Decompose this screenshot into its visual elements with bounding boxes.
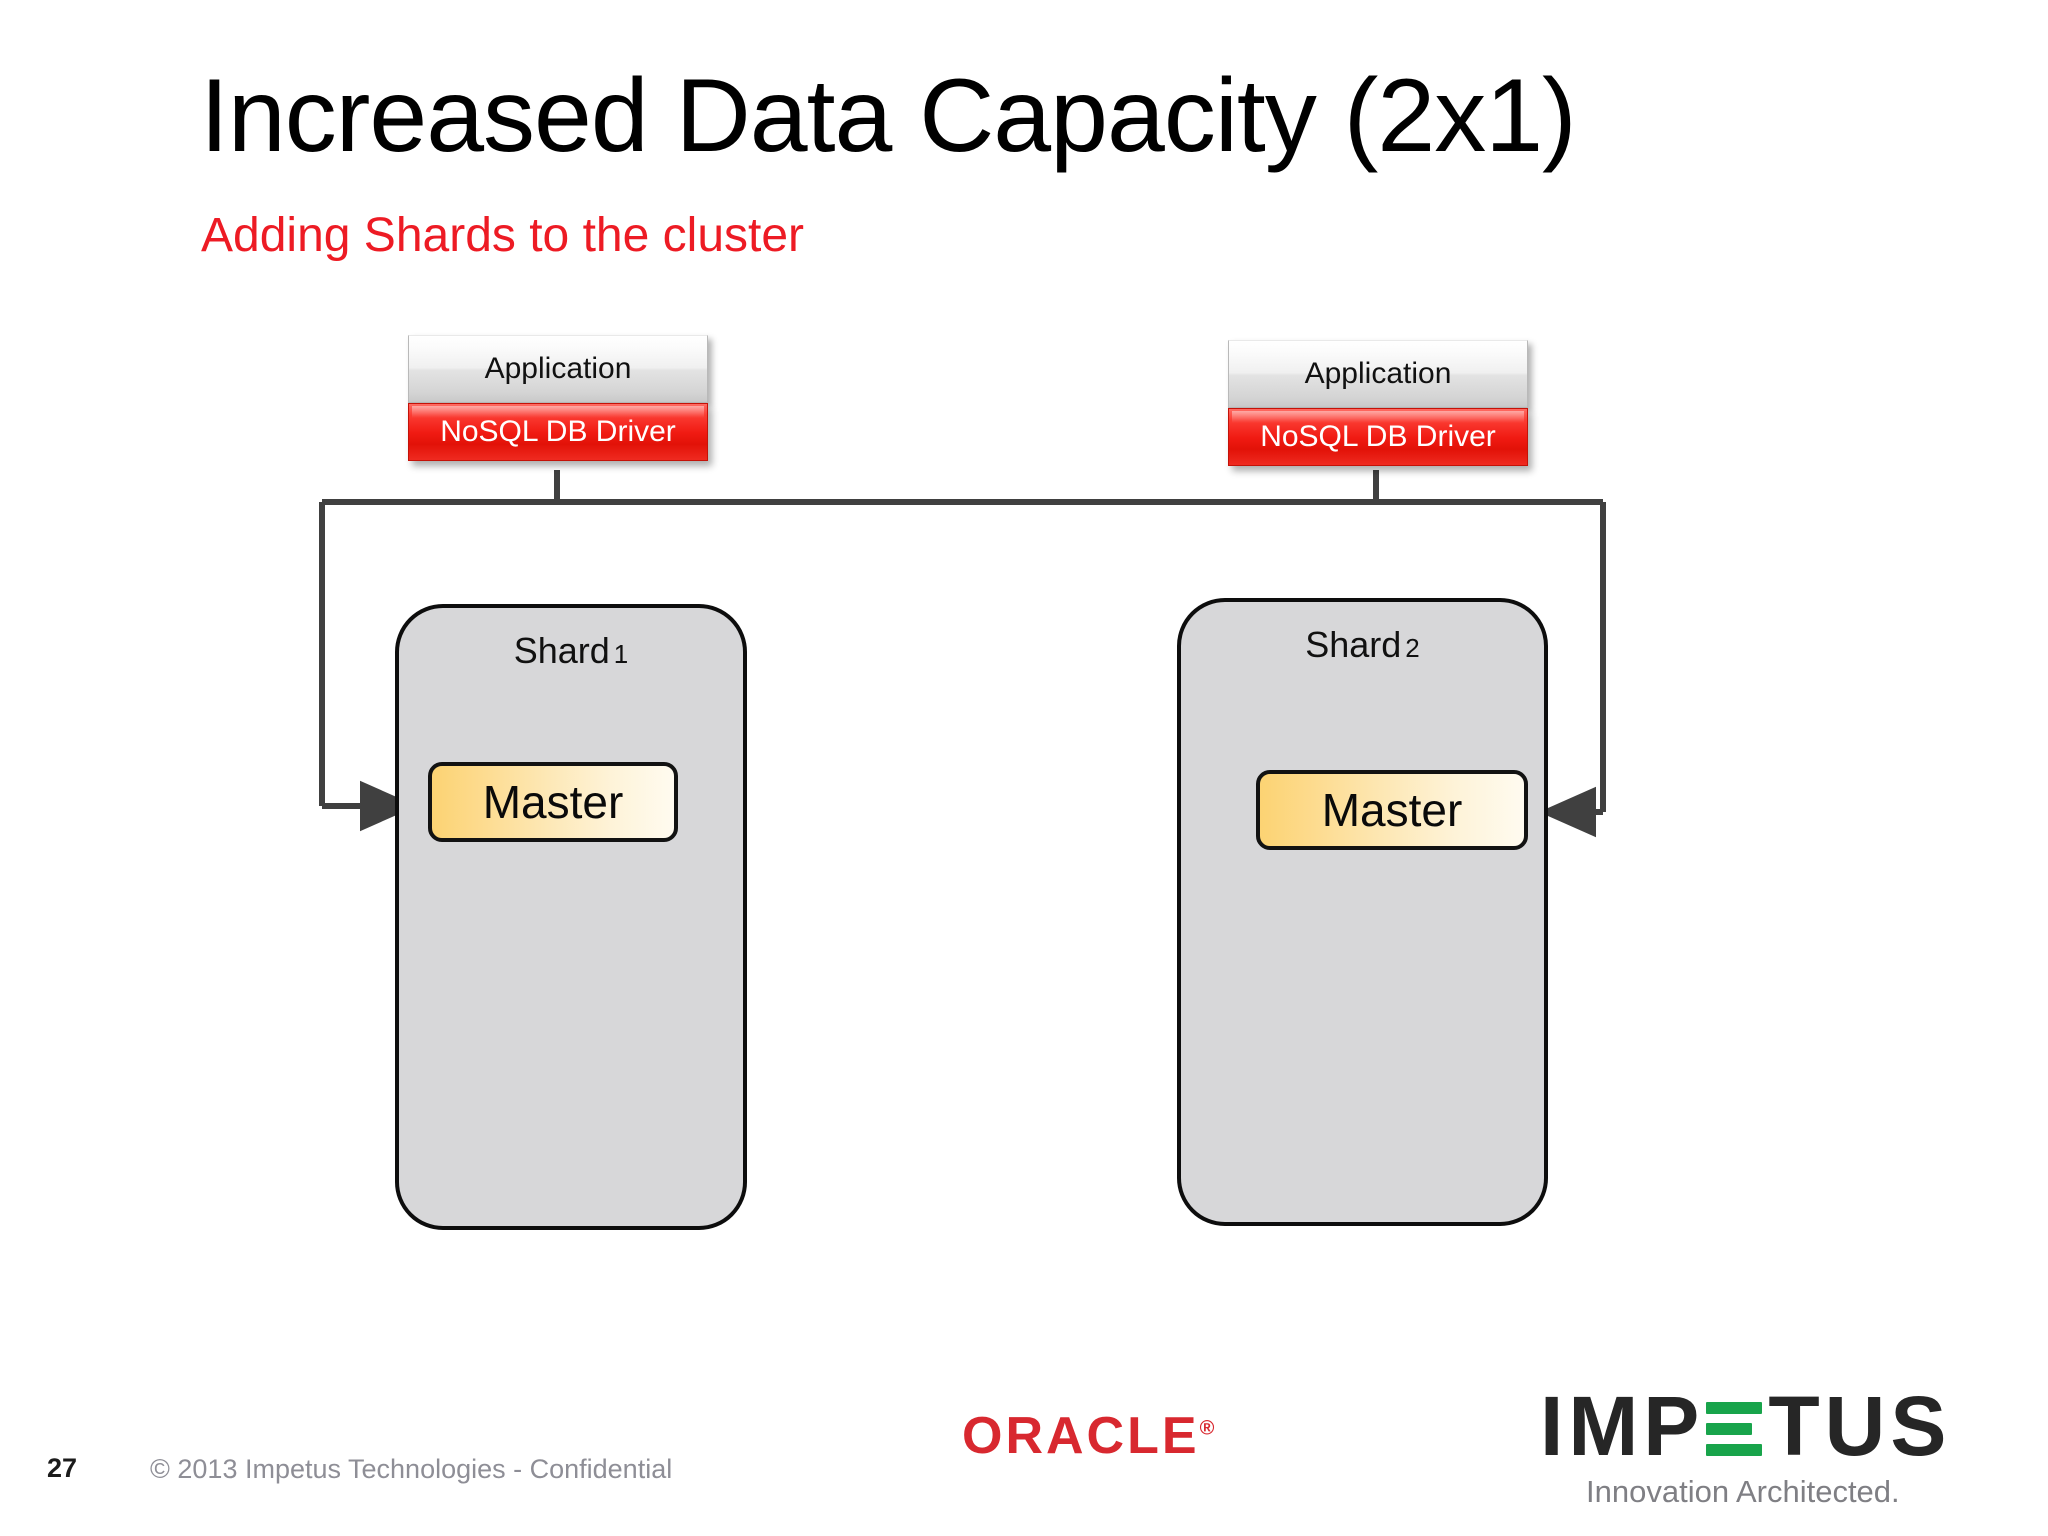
impetus-logo: IMP TUS Innovation Architected. — [1540, 1378, 2010, 1509]
impetus-e-bars-icon — [1706, 1398, 1763, 1460]
client-stack-2: Application NoSQL DB Driver — [1228, 340, 1528, 466]
application-label: Application — [484, 352, 632, 385]
nosql-driver-label: NoSQL DB Driver — [1260, 420, 1496, 453]
master-node-1[interactable]: Master — [428, 762, 678, 842]
shard-name: Shard — [1305, 624, 1402, 665]
application-box-2[interactable]: Application — [1228, 340, 1528, 408]
impetus-word-part1: IMP — [1540, 1379, 1705, 1473]
shard-number: 1 — [613, 639, 629, 669]
registered-trademark-icon: ® — [1199, 1417, 1215, 1440]
impetus-word-part2: TUS — [1768, 1379, 1952, 1473]
nosql-driver-label: NoSQL DB Driver — [440, 415, 676, 448]
impetus-tagline: Innovation Architected. — [1586, 1474, 1900, 1509]
page-number: 27 — [47, 1453, 78, 1483]
page-title: Increased Data Capacity (2x1) — [200, 58, 1577, 174]
application-box-1[interactable]: Application — [408, 335, 708, 403]
master-node-2[interactable]: Master — [1256, 770, 1528, 850]
master-label: Master — [1321, 784, 1463, 836]
oracle-wordmark: ORACLE — [962, 1407, 1200, 1465]
master-label: Master — [482, 776, 624, 828]
shard-number: 2 — [1405, 633, 1420, 663]
application-label: Application — [1304, 357, 1452, 390]
copyright-notice: © 2013 Impetus Technologies - Confidenti… — [150, 1454, 673, 1484]
nosql-driver-box-2[interactable]: NoSQL DB Driver — [1228, 408, 1528, 466]
impetus-wordmark: IMP TUS — [1540, 1378, 1951, 1475]
shard-name: Shard — [513, 630, 610, 671]
client-stack-1: Application NoSQL DB Driver — [408, 335, 708, 461]
nosql-driver-box-1[interactable]: NoSQL DB Driver — [408, 403, 708, 461]
page-subtitle: Adding Shards to the cluster — [201, 209, 805, 262]
oracle-logo: ORACLE® — [962, 1406, 1214, 1466]
